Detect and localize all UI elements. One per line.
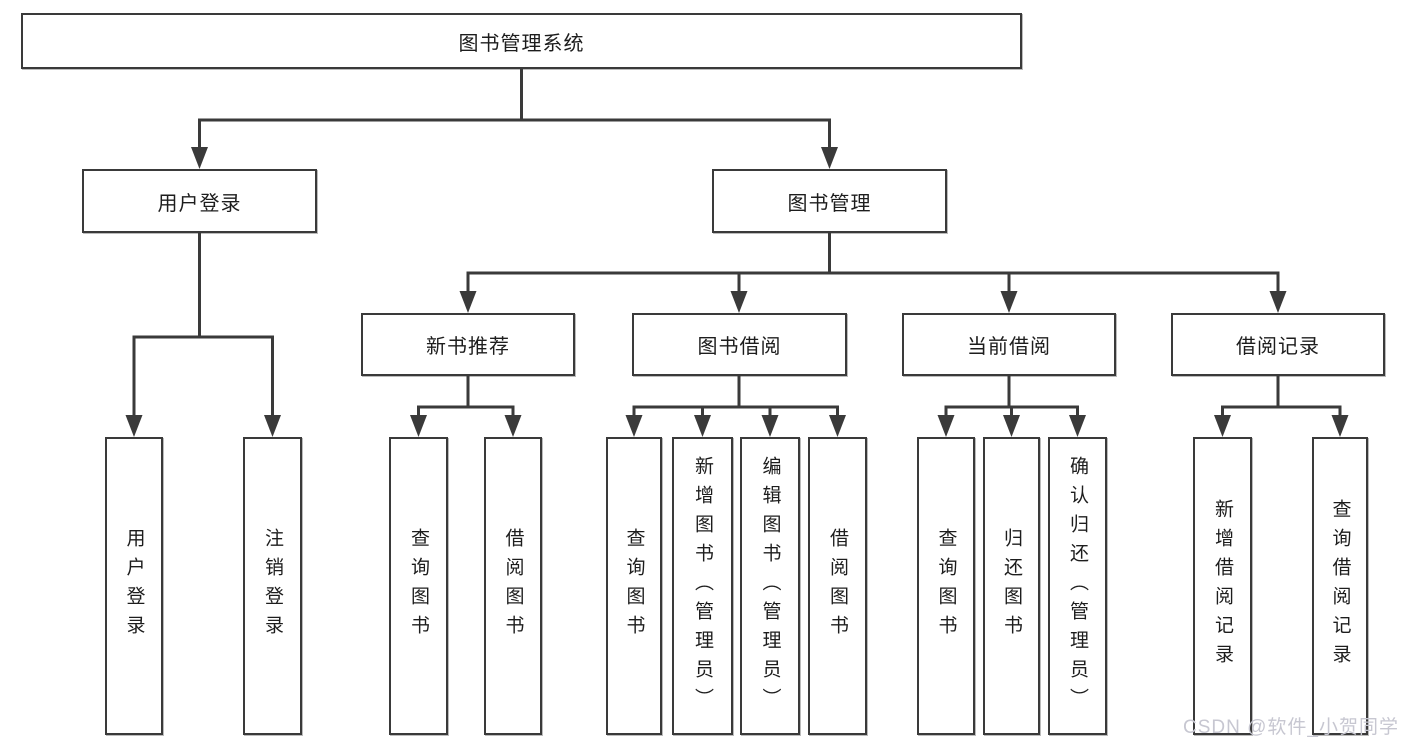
connector-root-to-level2 xyxy=(191,69,838,169)
node-root-system: 图书管理系统 xyxy=(21,13,1022,69)
leaf-br-add-record: 新增借阅记录 xyxy=(1193,437,1252,735)
leaf-br-add-record-label: 新增借阅记录 xyxy=(1212,499,1233,673)
leaf-bb-add-books-admin-label: 新增图书（管理员） xyxy=(692,455,713,717)
node-book-borrow: 图书借阅 xyxy=(632,313,847,376)
connector-new-book-recommend-children xyxy=(410,376,522,437)
leaf-cb-return-books-label: 归还图书 xyxy=(1001,528,1022,644)
leaf-nbr-query-books-label: 查询图书 xyxy=(408,528,429,644)
leaf-nbr-borrow-books: 借阅图书 xyxy=(484,437,542,735)
leaf-br-query-record: 查询借阅记录 xyxy=(1312,437,1368,735)
node-user-login: 用户登录 xyxy=(82,169,317,233)
leaf-user-login-label: 用户登录 xyxy=(123,528,145,644)
node-current-borrow: 当前借阅 xyxy=(902,313,1116,376)
leaf-bb-edit-books-admin: 编辑图书（管理员） xyxy=(740,437,800,735)
node-borrow-records: 借阅记录 xyxy=(1171,313,1385,376)
leaf-bb-borrow-books: 借阅图书 xyxy=(808,437,867,735)
leaf-logout-label: 注销登录 xyxy=(262,528,283,644)
connector-book-borrow-children xyxy=(625,376,846,437)
leaf-bb-add-books-admin: 新增图书（管理员） xyxy=(672,437,733,735)
leaf-user-login: 用户登录 xyxy=(105,437,163,735)
leaf-bb-edit-books-admin-label: 编辑图书（管理员） xyxy=(759,455,781,717)
watermark: CSDN @软件_小贺同学 xyxy=(1183,717,1399,738)
leaf-cb-query-books: 查询图书 xyxy=(917,437,975,735)
leaf-nbr-query-books: 查询图书 xyxy=(389,437,448,735)
node-book-management: 图书管理 xyxy=(712,169,947,233)
connector-borrow-records-children xyxy=(1214,376,1349,437)
leaf-cb-confirm-return-admin-label: 确认归还（管理员） xyxy=(1067,455,1088,717)
leaf-bb-borrow-books-label: 借阅图书 xyxy=(827,528,848,644)
connector-book-management-children xyxy=(459,233,1287,313)
connector-current-borrow-children xyxy=(937,376,1086,437)
leaf-bb-query-books: 查询图书 xyxy=(606,437,662,735)
leaf-nbr-borrow-books-label: 借阅图书 xyxy=(502,528,524,644)
node-new-book-recommend: 新书推荐 xyxy=(361,313,575,376)
connector-user-login-children xyxy=(125,233,281,437)
leaf-cb-confirm-return-admin: 确认归还（管理员） xyxy=(1048,437,1107,735)
leaf-bb-query-books-label: 查询图书 xyxy=(623,528,645,644)
leaf-logout: 注销登录 xyxy=(243,437,302,735)
leaf-cb-query-books-label: 查询图书 xyxy=(935,528,957,644)
leaf-cb-return-books: 归还图书 xyxy=(983,437,1040,735)
leaf-br-query-record-label: 查询借阅记录 xyxy=(1329,499,1351,673)
